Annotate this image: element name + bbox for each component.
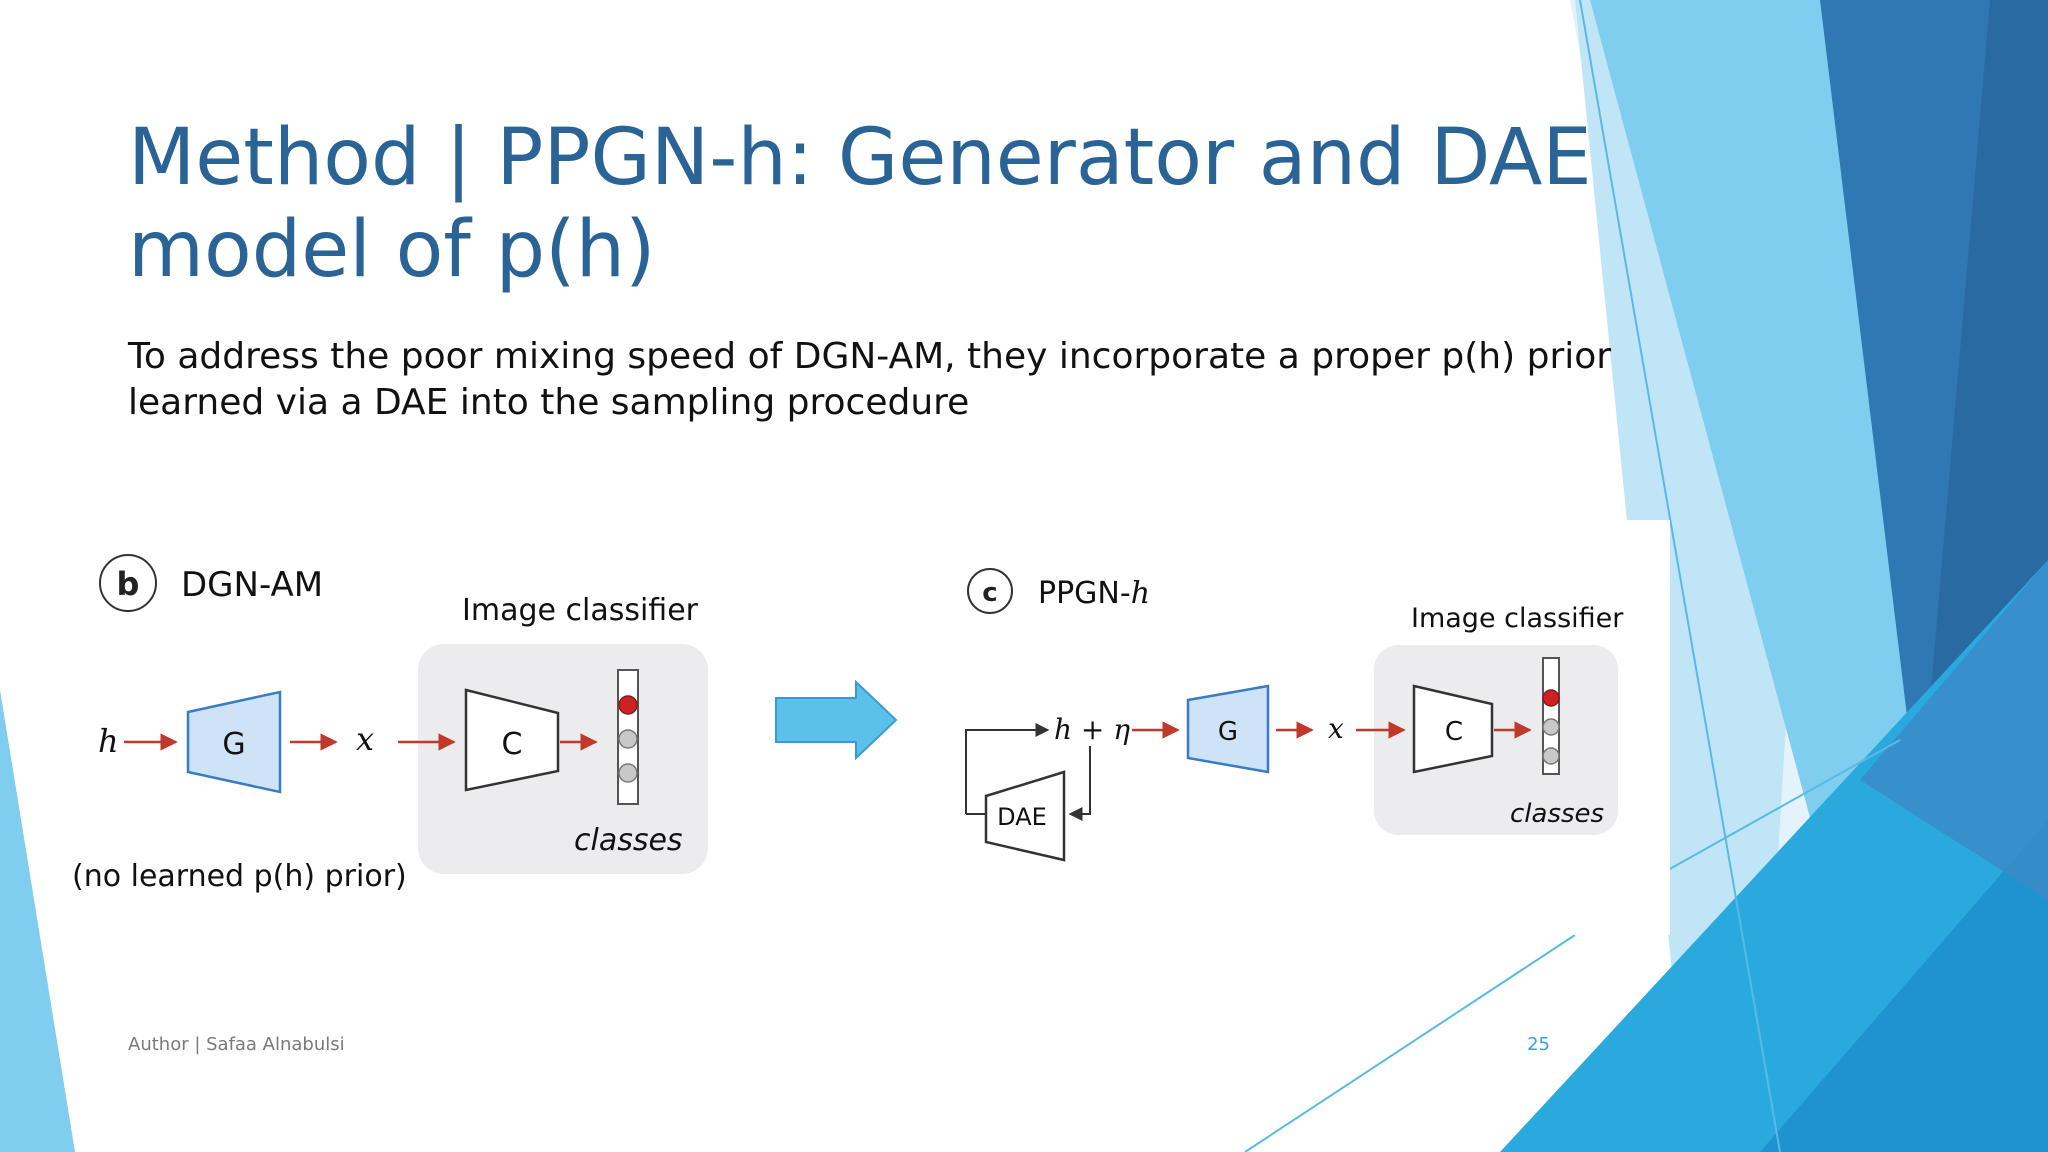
right-output-x: x	[1328, 712, 1344, 745]
right-class-active	[1542, 689, 1560, 707]
right-classifier-c: C	[1445, 717, 1463, 747]
diagram-panel: b DGN-AM Image classifier h G x C cla	[58, 520, 1670, 935]
left-classifier-c: C	[502, 727, 523, 762]
right-classes-column	[1542, 657, 1560, 775]
ppgn-diagram: b DGN-AM Image classifier h G x C cla	[72, 554, 1624, 894]
dae-shape	[984, 770, 1066, 862]
ppgn-h-title-suffix: h	[1131, 576, 1150, 611]
right-classifier-shape	[1412, 684, 1494, 774]
ppgn-h-title: PPGN-h	[1038, 576, 1150, 611]
badge-c: c	[982, 578, 997, 608]
slide-body-text: To address the poor mixing speed of DGN-…	[128, 334, 1612, 426]
ppgn-h-diagram: c PPGN-h Image classifier h + η G x C	[965, 568, 1624, 862]
dgn-am-diagram: b DGN-AM Image classifier h G x C cla	[72, 554, 708, 894]
ppgn-h-title-prefix: PPGN-	[1038, 576, 1131, 611]
noisy-input-h-eta: h + η	[1054, 713, 1130, 746]
right-generator-label: G	[1218, 717, 1238, 747]
left-generator-label: G	[222, 727, 245, 762]
page-number: 25	[1527, 1034, 1550, 1055]
badge-b: b	[117, 565, 140, 603]
footer-author: Author | Safaa Alnabulsi	[128, 1034, 345, 1055]
left-class-inactive-1	[618, 729, 638, 749]
right-class-inactive-2	[1542, 747, 1560, 765]
left-caption: (no learned p(h) prior)	[72, 859, 407, 894]
dae-feedback-loop	[965, 723, 1050, 814]
title-line-1: Method | PPGN-h: Generator and DAE	[128, 113, 1592, 203]
left-classifier-label: Image classifier	[462, 593, 699, 628]
badge-b-circle	[99, 554, 157, 612]
left-input-h: h	[98, 722, 119, 760]
transition-arrow	[775, 679, 898, 761]
dae-label: DAE	[997, 803, 1047, 831]
body-line-1: To address the poor mixing speed of DGN-…	[128, 336, 1612, 377]
left-classifier-shape	[464, 688, 560, 792]
left-classes-label: classes	[574, 823, 683, 858]
body-line-2: learned via a DAE into the sampling proc…	[128, 382, 970, 423]
left-class-inactive-2	[618, 763, 638, 783]
right-classes-label: classes	[1510, 799, 1604, 829]
right-generator-shape	[1186, 684, 1270, 774]
right-class-inactive-1	[1542, 718, 1560, 736]
badge-c-circle	[967, 568, 1013, 614]
right-classifier-label: Image classifier	[1411, 603, 1624, 634]
left-class-active	[618, 695, 638, 715]
dgn-am-title: DGN-AM	[181, 565, 323, 605]
slide-title: Method | PPGN-h: Generator and DAE model…	[128, 112, 1592, 296]
h-to-dae-arrow	[1068, 746, 1091, 821]
left-generator-shape	[186, 690, 282, 794]
left-output-x: x	[356, 720, 374, 758]
title-line-2: model of p(h)	[128, 205, 656, 295]
